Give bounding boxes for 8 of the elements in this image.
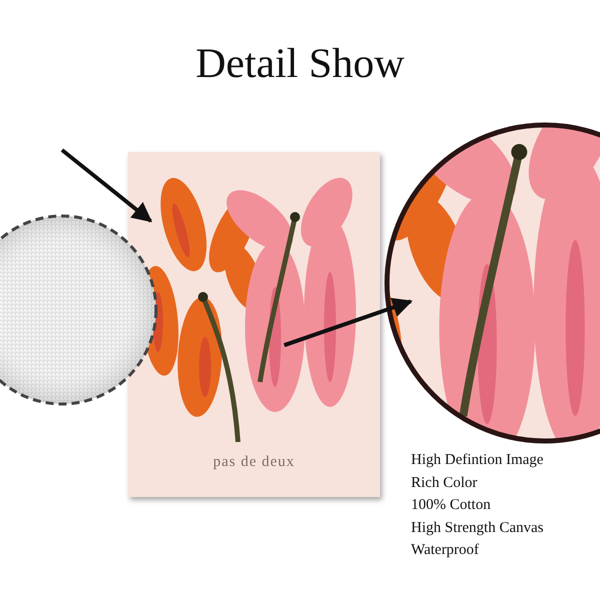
arrow: [60, 148, 152, 223]
feature-text: Rich Color: [411, 474, 478, 492]
feature-text: High Defintion Image: [411, 451, 544, 470]
feature-text: High Strength Canvas: [411, 518, 544, 538]
feature-text: 100% Cotton: [411, 496, 492, 515]
feature-text: Waterproof: [411, 541, 480, 560]
artwork-title: pas de deux: [212, 454, 296, 471]
heading: Detail Show: [194, 40, 406, 88]
